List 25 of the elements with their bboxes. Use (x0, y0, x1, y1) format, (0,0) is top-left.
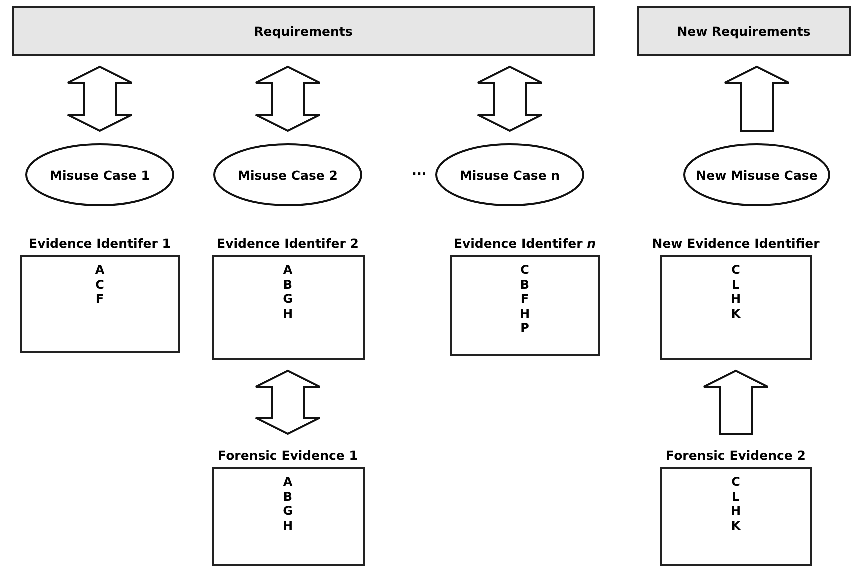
box-heading: Forensic Evidence 1 (218, 447, 358, 465)
block-arrow (255, 66, 321, 132)
block-arrow (67, 66, 133, 132)
block-arrow (255, 370, 321, 436)
block-arrow (703, 370, 769, 435)
box-heading: Evidence Identifer 1 (29, 235, 171, 253)
block-arrow (724, 66, 790, 132)
box-heading: Evidence Identifer n (454, 235, 596, 253)
letter-list: C L H K (730, 263, 742, 321)
node-label: Misuse Case n (460, 168, 560, 182)
box-heading: Forensic Evidence 2 (666, 447, 806, 465)
node-label: New Misuse Case (696, 168, 818, 182)
letter-list: C B F H P (520, 263, 530, 336)
block-arrow (477, 66, 543, 132)
letter-list: A B G H (282, 263, 294, 321)
letter-list: A B G H (282, 475, 294, 533)
box-heading: Evidence Identifer 2 (217, 235, 359, 253)
node-label: New Requirements (677, 24, 811, 38)
letter-list: C L H K (730, 475, 742, 533)
node-label: Requirements (254, 24, 353, 38)
node-label: Misuse Case 2 (238, 168, 338, 182)
box-heading: New Evidence Identifier (652, 235, 820, 253)
node-label: Misuse Case 1 (50, 168, 150, 182)
ellipsis-label: ... (412, 164, 427, 179)
letter-list: A C F (95, 263, 105, 306)
